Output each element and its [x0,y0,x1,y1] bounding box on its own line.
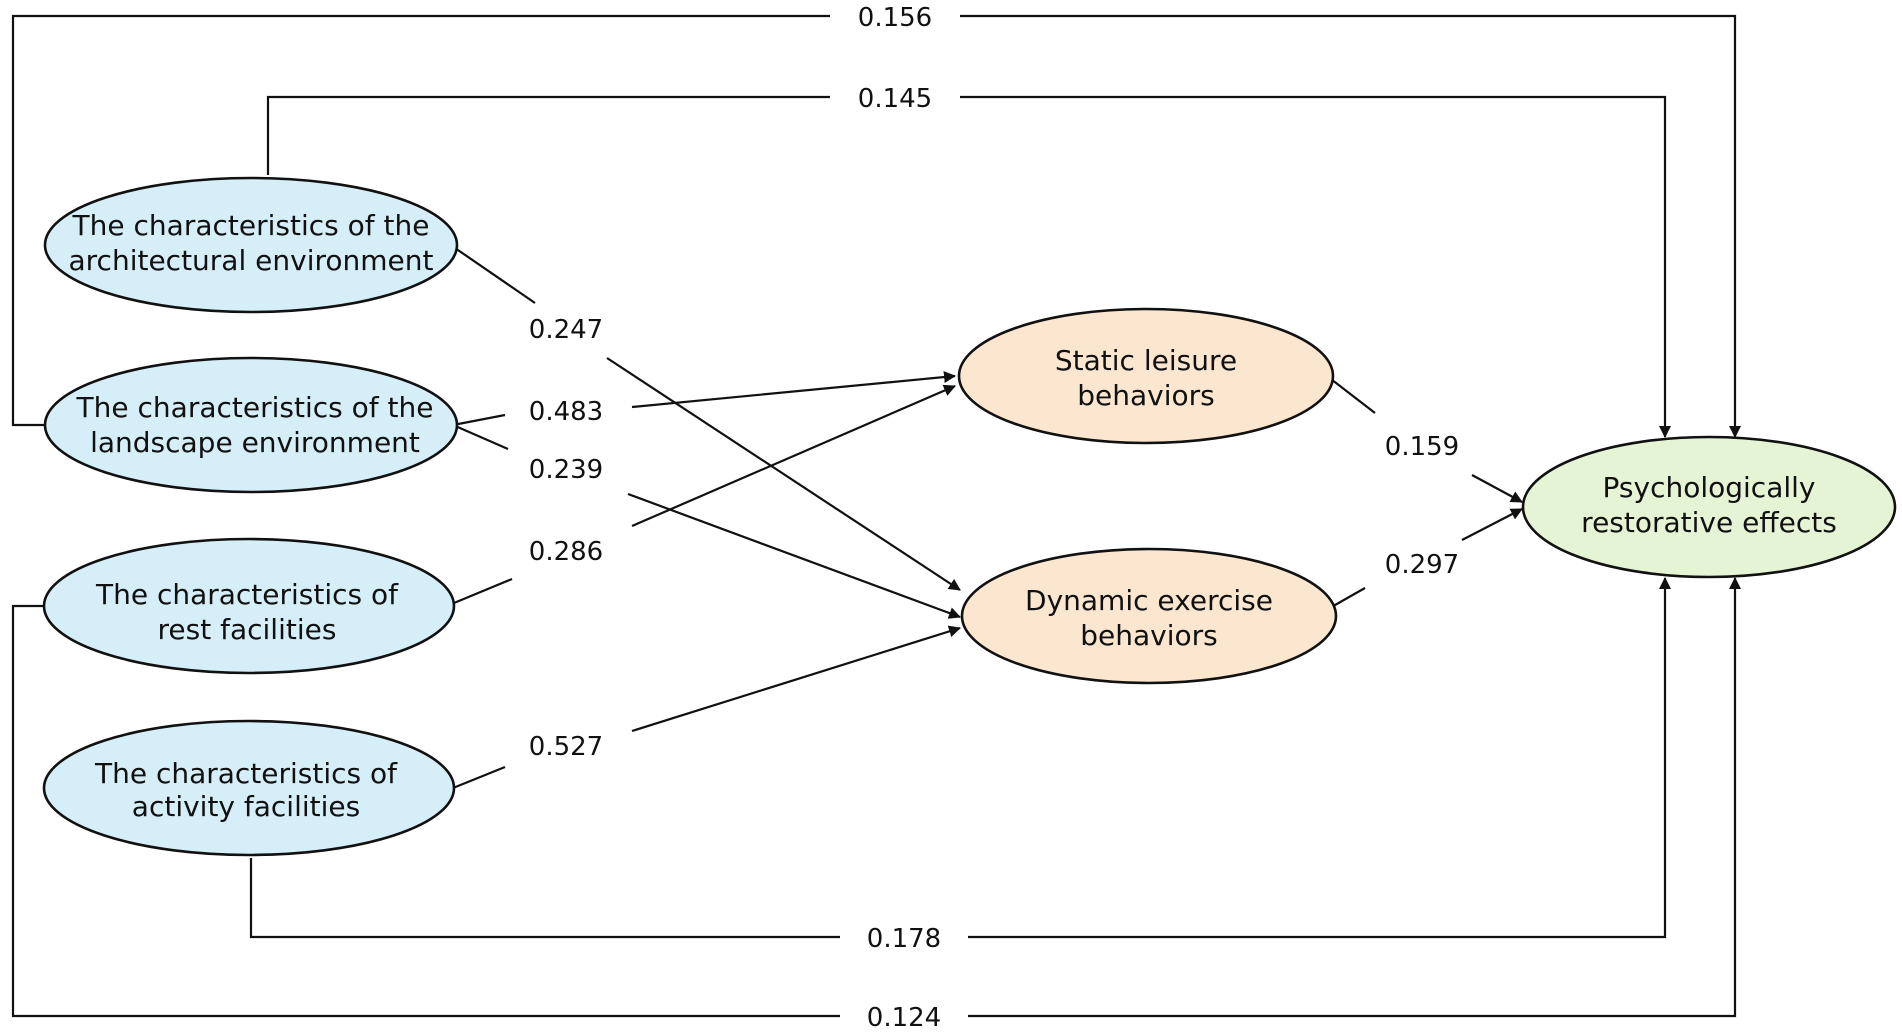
node-dynamic-line2: behaviors [1080,619,1217,652]
edge-activity-to-dynamic-b [631,625,961,733]
edge-rest-to-static-b [631,384,956,528]
edge-static-to-outcome-b [1471,474,1523,503]
coef-landscape-to-static: 0.483 [529,397,603,427]
edge-landscape-to-static-b [631,371,956,409]
coef-static-to-outcome: 0.159 [1385,432,1459,462]
edge-landscape-to-static-a [452,413,506,427]
coef-rest-to-static: 0.286 [529,537,603,567]
edge-landscape-to-dynamic-b [627,492,961,619]
edge-architectural-to-dynamic-b [606,357,961,591]
node-static-line2: behaviors [1077,379,1214,412]
edge-activity-to-outcome-left [249,858,840,939]
node-architectural-line1: The characteristics of the [72,209,430,242]
node-outcome-line2: restorative effects [1581,506,1837,539]
edge-architectural-to-outcome-right [960,95,1671,438]
node-architectural-environment: The characteristics of the architectural… [43,176,459,314]
node-static-leisure-behaviors: Static leisure behaviors [957,307,1335,445]
coef-dynamic-to-outcome: 0.297 [1385,550,1459,580]
edge-landscape-to-outcome-left [11,14,830,427]
node-rest-line2: rest facilities [158,613,337,646]
node-static-line1: Static leisure [1055,344,1237,377]
node-activity-line1: The characteristics of [94,757,398,790]
node-dynamic-line1: Dynamic exercise [1025,584,1273,617]
coef-landscape-to-dynamic: 0.239 [529,455,603,485]
node-rest-line1: The characteristics of [95,578,399,611]
node-dynamic-exercise-behaviors: Dynamic exercise behaviors [960,547,1338,685]
node-landscape-line2: landscape environment [90,426,420,459]
edge-landscape-to-dynamic-a [452,423,509,451]
coef-activity-to-dynamic: 0.527 [529,732,603,762]
edge-architectural-to-dynamic-a [454,247,536,304]
node-landscape-line1: The characteristics of the [76,391,434,424]
edge-landscape-to-outcome-right [960,14,1741,438]
node-rest-facilities: The characteristics of rest facilities [42,537,456,675]
edge-activity-to-outcome-right [968,577,1671,939]
edge-rest-to-outcome-right [968,577,1741,1018]
node-outcome-line1: Psychologically [1603,471,1816,504]
coef-architectural-to-outcome: 0.145 [858,84,932,114]
coef-rest-to-outcome: 0.124 [867,1003,941,1033]
node-landscape-environment: The characteristics of the landscape env… [43,356,459,494]
node-activity-line2: activity facilities [132,790,360,823]
coef-architectural-to-dynamic: 0.247 [529,315,603,345]
edge-architectural-to-outcome-left [266,95,830,175]
edge-static-to-outcome-a [1326,375,1376,414]
edge-rest-to-static-a [453,577,513,605]
edge-rest-to-outcome-left [11,604,840,1018]
edge-activity-to-dynamic-a [452,765,506,790]
node-architectural-line2: architectural environment [69,244,434,277]
coef-activity-to-outcome: 0.178 [867,924,941,954]
node-psychologically-restorative-effects: Psychologically restorative effects [1521,435,1897,579]
node-activity-facilities: The characteristics of activity faciliti… [42,719,456,857]
edge-dynamic-to-outcome-b [1461,508,1523,541]
coef-landscape-to-outcome: 0.156 [858,3,932,33]
